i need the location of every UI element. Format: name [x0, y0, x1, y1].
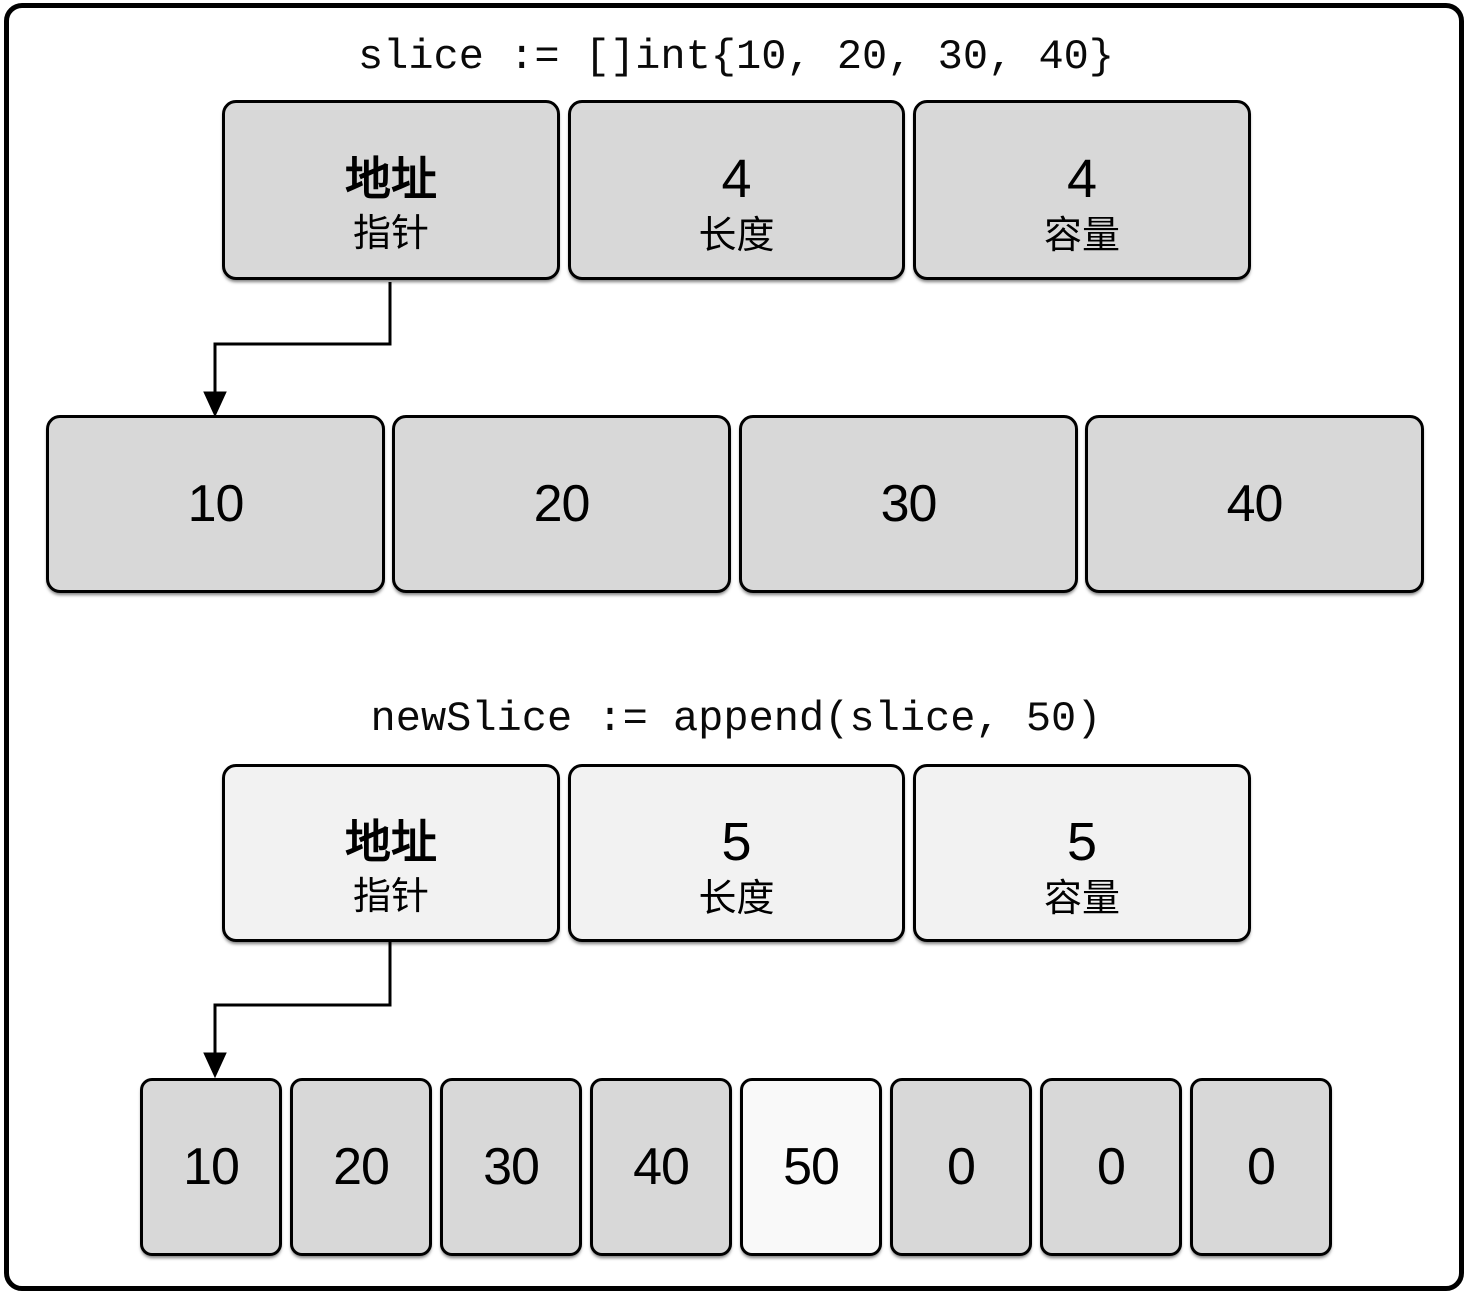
slice-array-cell-value: 20 [533, 475, 591, 533]
code-title-newslice: newSlice := append(slice, 50) [370, 695, 1102, 743]
newslice-header-pointer-box: 地址 指针 [222, 764, 560, 942]
slice-array-cell: 20 [392, 415, 731, 593]
newslice-array-cell: 0 [1040, 1078, 1182, 1256]
slice-length-value: 4 [721, 149, 752, 210]
newslice-array-cell-value: 30 [483, 1138, 540, 1196]
newslice-capacity-value: 5 [1066, 812, 1098, 873]
newslice-array-cell: 0 [1190, 1078, 1332, 1256]
slice-array-cell: 10 [46, 415, 385, 593]
newslice-array-cell-appended: 50 [740, 1078, 882, 1256]
newslice-array-cell: 20 [290, 1078, 432, 1256]
slice-array-cell-value: 40 [1226, 475, 1284, 533]
newslice-pointer-main-label: 地址 [345, 815, 437, 868]
newslice-array-cell: 30 [440, 1078, 582, 1256]
slice-array-cell: 40 [1085, 415, 1424, 593]
slice-header-pointer-box: 地址 指针 [222, 100, 560, 280]
slice-array-cell-value: 10 [187, 475, 245, 533]
newslice-array-cell-value: 0 [1097, 1138, 1126, 1196]
slice-length-label: 长度 [698, 215, 775, 258]
slice-header-length-box: 4 长度 [568, 100, 905, 280]
newslice-length-value: 5 [721, 812, 752, 873]
slice-capacity-label: 容量 [1043, 215, 1120, 258]
slice-array-cell-value: 30 [880, 475, 938, 533]
slice-array-cell: 30 [739, 415, 1078, 593]
slice-capacity-value: 4 [1066, 149, 1098, 210]
newslice-capacity-label: 容量 [1043, 878, 1120, 921]
outer-frame [4, 3, 1464, 1291]
newslice-array-cell-value: 40 [633, 1138, 690, 1196]
newslice-array-cell: 10 [140, 1078, 282, 1256]
newslice-array-cell-value: 10 [183, 1138, 240, 1196]
code-title-slice: slice := []int{10, 20, 30, 40} [357, 33, 1115, 81]
newslice-header-capacity-box: 5 容量 [913, 764, 1251, 942]
slice-pointer-main-label: 地址 [345, 152, 437, 205]
newslice-header-length-box: 5 长度 [568, 764, 905, 942]
newslice-array-cell-value: 0 [1247, 1138, 1276, 1196]
newslice-length-label: 长度 [698, 878, 775, 921]
newslice-array-cell-value: 20 [333, 1138, 390, 1196]
newslice-array-cell-value: 0 [947, 1138, 976, 1196]
newslice-pointer-sub-label: 指针 [352, 876, 429, 919]
newslice-array-cell-value: 50 [783, 1138, 840, 1196]
slice-pointer-sub-label: 指针 [352, 213, 429, 256]
newslice-array-cell: 40 [590, 1078, 732, 1256]
slice-header-capacity-box: 4 容量 [913, 100, 1251, 280]
newslice-array-cell: 0 [890, 1078, 1032, 1256]
